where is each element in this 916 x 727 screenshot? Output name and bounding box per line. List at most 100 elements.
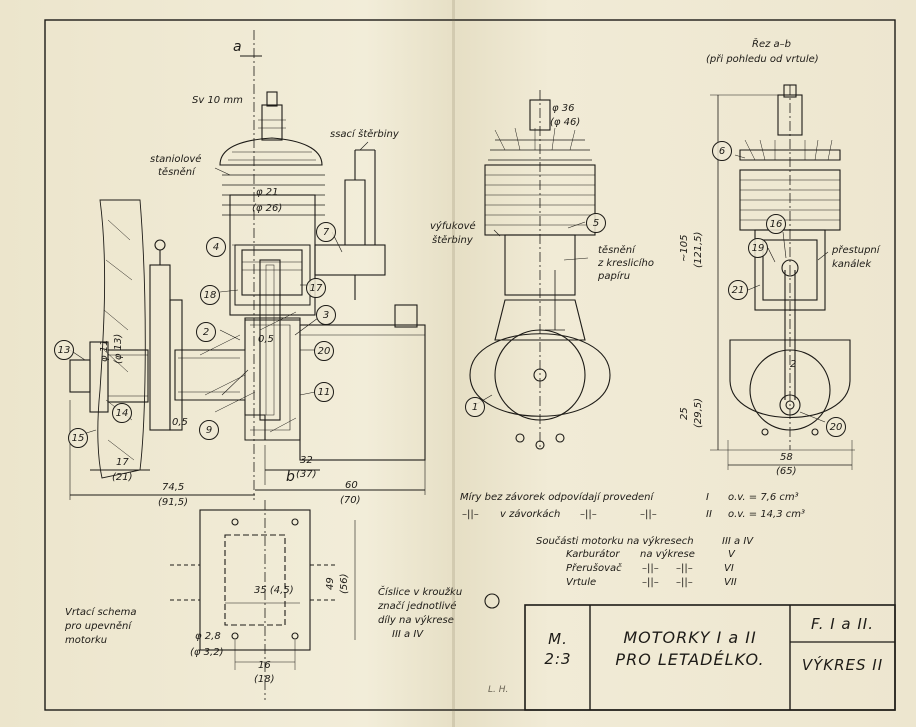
- label-transfer-2: kanálek: [832, 259, 872, 270]
- dim-w58: 58: [780, 452, 793, 463]
- label-staniol-1: staniolové: [150, 154, 202, 165]
- label-paper-1: těsnění: [598, 245, 635, 256]
- note-6: Vrtule: [566, 577, 597, 588]
- front-view: [469, 90, 611, 450]
- dim-d13: (φ 13): [113, 333, 124, 364]
- part-5: 5: [586, 213, 606, 233]
- dim-d21: φ 21: [256, 187, 279, 198]
- sheet-ref: F. I a II.: [811, 615, 874, 633]
- drawing-number: VÝKRES II: [801, 656, 884, 674]
- dim-d26: (φ 26): [252, 203, 283, 214]
- part-11: 11: [314, 382, 334, 402]
- label-drill-3: motorku: [65, 635, 108, 646]
- part-19: 20: [314, 341, 334, 361]
- signature: L. H.: [488, 685, 509, 695]
- part-20: 20: [826, 417, 846, 437]
- label-staniol-2: těsnění: [158, 167, 195, 178]
- note-2-ditto-c: –||–: [640, 509, 657, 520]
- dim-w70: (70): [340, 495, 361, 506]
- dim-gap-b: 0,5: [172, 417, 188, 428]
- section-title-1: Řez a–b: [752, 39, 792, 50]
- part-16: 17: [306, 278, 326, 298]
- part-21: 21: [728, 280, 748, 300]
- dim-h105: ~105: [679, 234, 690, 262]
- dim-w65: (65): [776, 466, 797, 477]
- note-4-text: na výkrese: [640, 549, 695, 560]
- note-1-volume: o.v. = 7,6 cm³: [728, 492, 799, 503]
- cross-section-view: [710, 84, 855, 470]
- side-section-view: [69, 30, 426, 500]
- note-3-roman: III a IV: [722, 536, 754, 547]
- label-circle-4: III a IV: [392, 629, 424, 640]
- dim-w37: (37): [296, 469, 317, 480]
- dim-h56: (56): [339, 573, 350, 594]
- note-1-roman: I: [706, 492, 709, 503]
- dim-h1215: (121,5): [693, 231, 704, 268]
- note-2-ditto-a: –||–: [462, 509, 479, 520]
- part-14: 15: [68, 428, 88, 448]
- part-2: 2: [196, 322, 216, 342]
- dim-w915: (91,5): [158, 497, 189, 508]
- note-5-ditto-a: –||–: [642, 563, 659, 574]
- section-title-2: (při pohledu od vrtule): [706, 54, 819, 65]
- note-2-volume: o.v. = 14,3 cm³: [728, 509, 806, 520]
- dim-h49: 49: [325, 577, 336, 590]
- part-8: 9: [199, 420, 219, 440]
- label-circle-3: díly na výkrese: [378, 615, 454, 626]
- dim-h25: 25: [679, 407, 690, 420]
- label-spark-plug: Sv 10 mm: [192, 95, 243, 106]
- label-drill-2: pro upevnění: [65, 621, 132, 632]
- scale-value: 2:3: [544, 650, 572, 668]
- dim-d46: (φ 46): [550, 117, 581, 128]
- dim-w21: (21): [112, 472, 133, 483]
- dim-w17: 17: [116, 457, 129, 468]
- label-intake-slots: ssací štěrbiny: [330, 129, 399, 140]
- note-2-roman: II: [706, 509, 712, 520]
- dim-d11: φ 11: [99, 339, 110, 363]
- note-2-text: v závorkách: [500, 509, 561, 520]
- drill-template: [170, 500, 500, 700]
- section-mark-b: b: [286, 469, 296, 485]
- part-9: 13: [54, 340, 74, 360]
- label-exhaust-2: štěrbiny: [432, 235, 473, 246]
- part-13: 14: [112, 403, 132, 423]
- note-6-roman: VII: [724, 577, 737, 588]
- note-1: Míry bez závorek odpovídají provedení: [460, 492, 654, 503]
- note-3: Součásti motorku na výkresech: [536, 536, 694, 547]
- label-exhaust-1: výfukové: [430, 221, 476, 232]
- part-6: 7: [316, 222, 336, 242]
- dim-w745: 74,5: [162, 482, 185, 493]
- part-7: 6: [712, 141, 732, 161]
- drawing-frame: [44, 19, 896, 711]
- dim-d28: φ 2,8: [195, 631, 221, 642]
- dim-w32: 32: [300, 455, 313, 466]
- part-17: 18: [200, 285, 220, 305]
- dim-w16: 16: [258, 660, 271, 671]
- note-6-ditto-b: –||–: [676, 577, 693, 588]
- title-line-1: MOTORKY I a II: [623, 628, 757, 647]
- title-block-lines: [524, 604, 896, 711]
- note-5-ditto-b: –||–: [676, 563, 693, 574]
- scale-label: M.: [548, 630, 568, 648]
- dim-w35: 35 (4,5): [254, 585, 294, 596]
- label-paper-3: papíru: [598, 271, 631, 282]
- part-18: 19: [748, 238, 768, 258]
- dim-gap-a: 0,5: [258, 334, 274, 345]
- dim-w60: 60: [345, 480, 358, 491]
- part-4: 4: [206, 237, 226, 257]
- note-4-roman: V: [728, 549, 735, 560]
- note-6-ditto-a: –||–: [642, 577, 659, 588]
- note-2-ditto-b: –||–: [580, 509, 597, 520]
- label-paper-2: z kreslicího: [598, 258, 654, 269]
- label-transfer-1: přestupní: [832, 245, 880, 256]
- title-line-2: PRO LETADÉLKO.: [615, 650, 765, 669]
- part-15: 16: [766, 214, 786, 234]
- note-5-roman: VI: [724, 563, 734, 574]
- note-5: Přerušovač: [566, 563, 622, 574]
- dim-d2: 2: [790, 359, 797, 370]
- note-4: Karburátor: [566, 549, 620, 560]
- label-circle-1: Číslice v kroužku: [378, 587, 463, 598]
- label-circle-2: značí jednotlivé: [378, 601, 457, 612]
